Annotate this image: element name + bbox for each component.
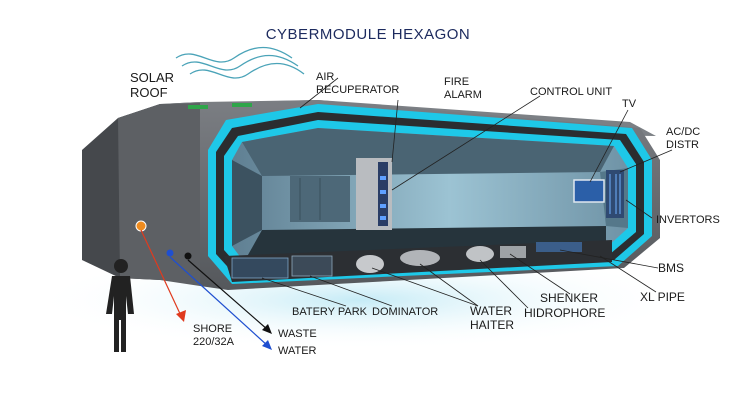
- solar-panel-1: [188, 105, 208, 109]
- solar-panel-2: [232, 103, 252, 107]
- solar-wave-2: [181, 54, 299, 71]
- hull-left-panel: [118, 102, 200, 286]
- solar-wave-1: [175, 46, 293, 63]
- label-waste: WASTE: [278, 328, 317, 340]
- waste-arrow: [262, 324, 272, 334]
- leader-lines: [261, 77, 673, 309]
- bms-unit: [536, 242, 582, 252]
- hidrophore-tank: [466, 246, 494, 262]
- label-bms: BMS: [658, 261, 685, 275]
- solar-wave-3: [189, 62, 305, 79]
- label-tv: TV: [622, 98, 637, 110]
- diagram-title: CYBERMODULE HEXAGON: [265, 26, 471, 43]
- waste-line: [187, 259, 269, 331]
- interior-ceiling: [242, 128, 614, 176]
- waste-port: [184, 252, 192, 260]
- distribution-panel: [606, 170, 624, 218]
- water-line: [169, 256, 269, 347]
- label-dominator: DOMINATOR: [372, 306, 439, 318]
- shore-line: [140, 229, 183, 319]
- person-silhouette: [106, 259, 134, 352]
- shenker-unit: [500, 246, 526, 258]
- label-invertors: INVERTORS: [656, 214, 720, 226]
- label-hidrophore: HIDROPHORE: [524, 306, 606, 320]
- label-batery-park: BATERY PARK: [292, 306, 367, 318]
- shore-port: [135, 220, 147, 232]
- water-heater-tank-2: [400, 250, 440, 266]
- label-shenker: SHENKER: [540, 291, 599, 305]
- water-port: [166, 249, 174, 257]
- label-control-unit: CONTROL UNIT: [530, 86, 613, 98]
- battery-park-unit: [231, 257, 289, 279]
- water-heater-tank-1: [356, 255, 384, 273]
- dominator-unit: [291, 255, 333, 277]
- tv-screen: [573, 179, 605, 203]
- water-arrow: [262, 340, 272, 350]
- label-water: WATER: [278, 345, 317, 357]
- solar-waves: [175, 46, 305, 79]
- left-wall: [232, 160, 262, 246]
- shore-arrow: [176, 310, 186, 322]
- label-xl-pipe: XL PIPE: [640, 290, 685, 304]
